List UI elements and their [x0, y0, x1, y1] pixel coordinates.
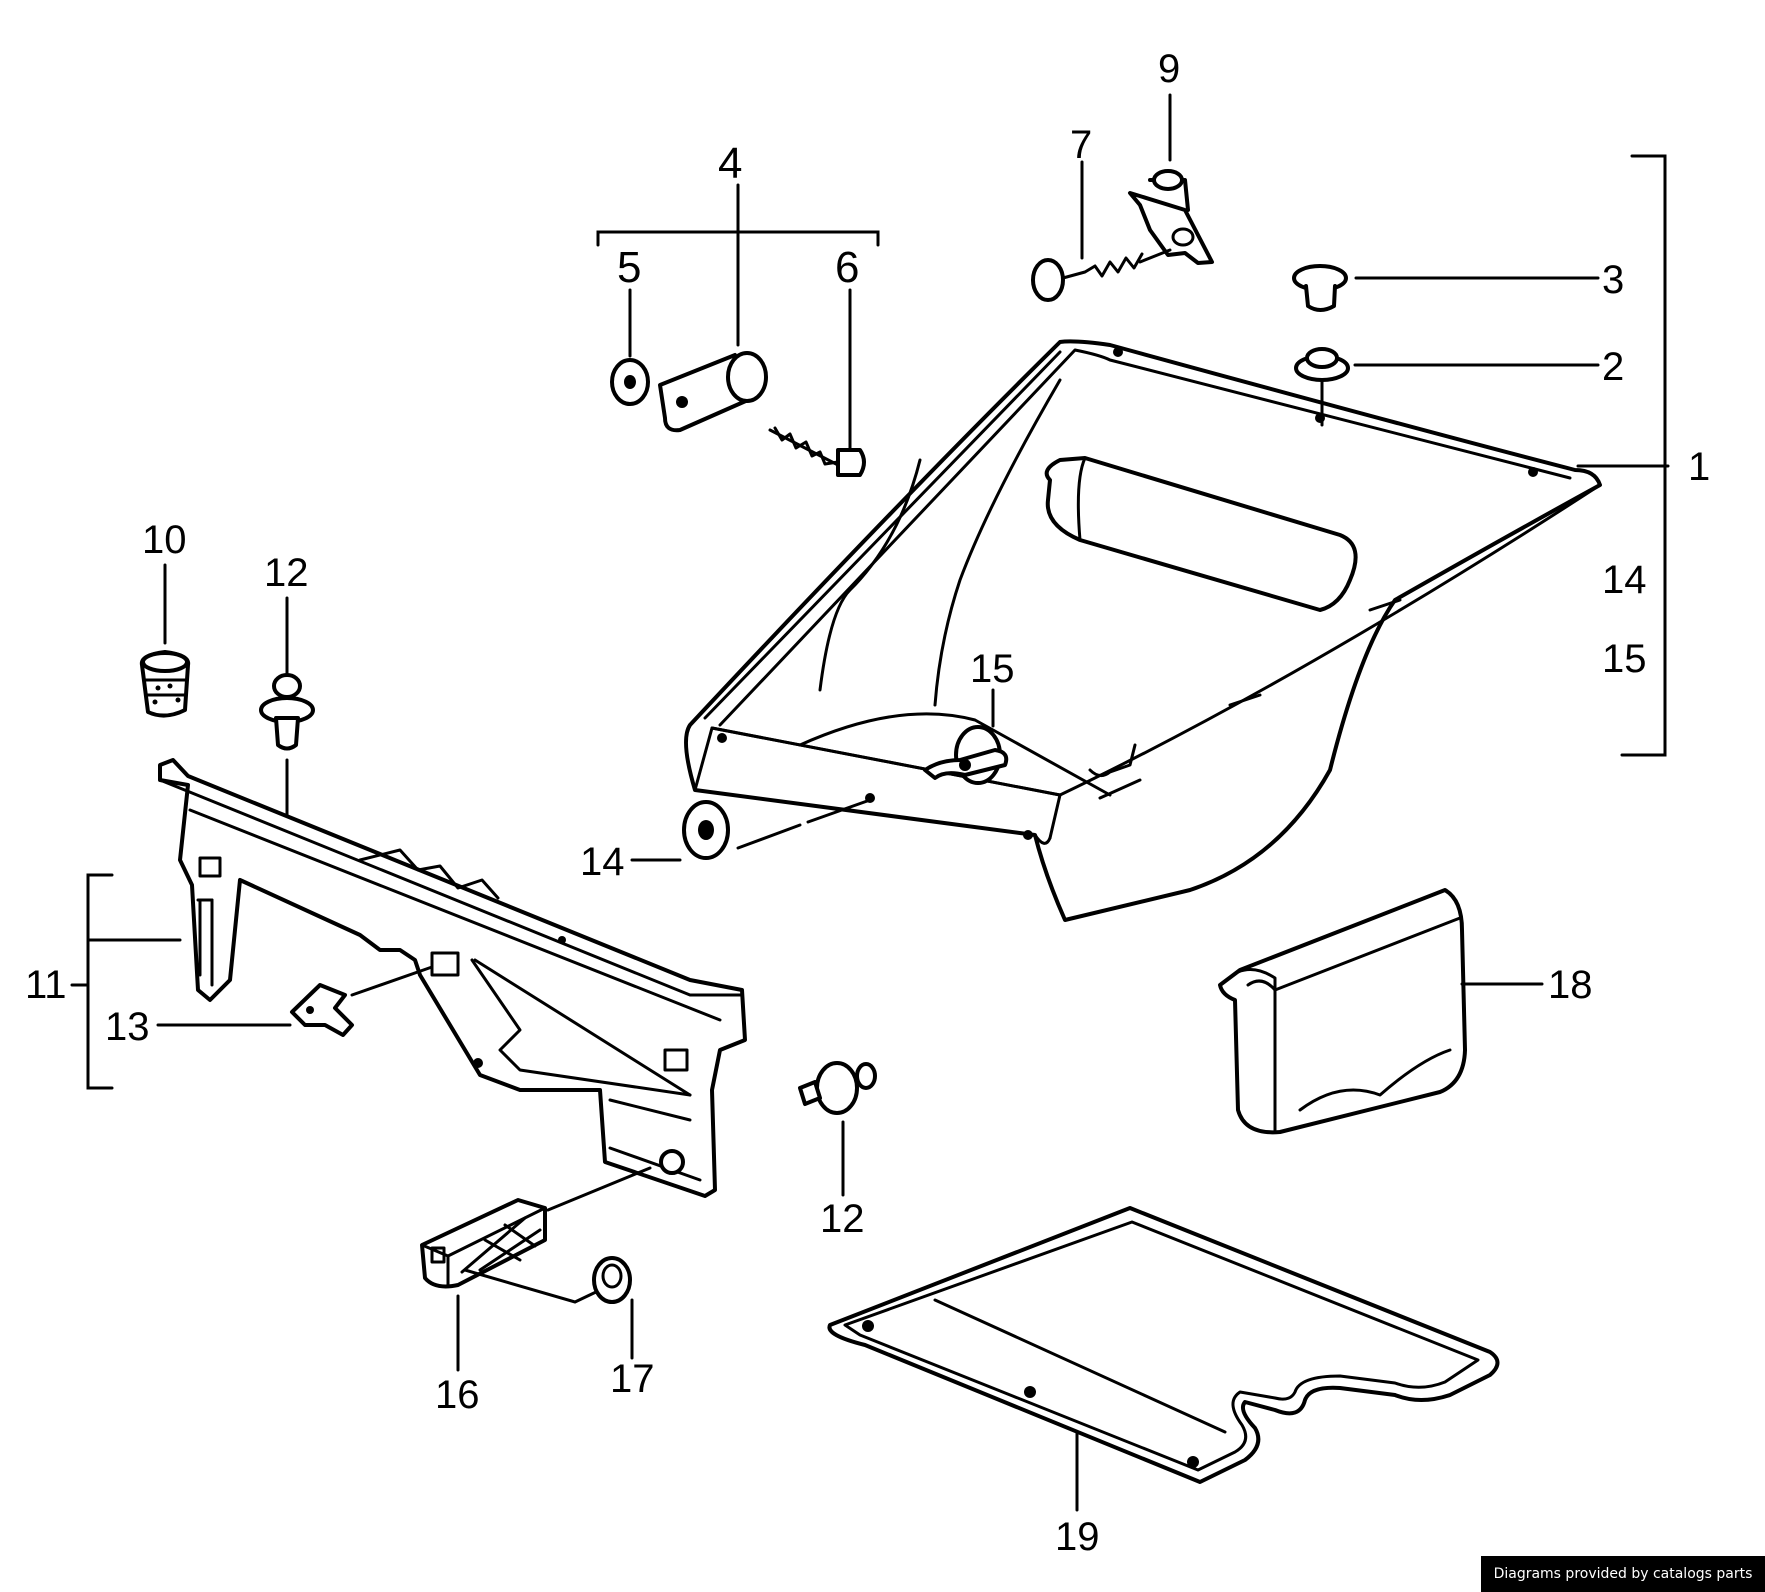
- callout-3: 3: [1602, 258, 1624, 302]
- screw-6: [768, 426, 866, 477]
- plastic-nut: [1294, 347, 1350, 427]
- callout-13: 13: [105, 1005, 150, 1049]
- rubber-buffer: [139, 650, 191, 718]
- callout-17: 17: [610, 1357, 655, 1401]
- spring-clip: [290, 983, 354, 1037]
- callout-12-lower: 12: [820, 1197, 865, 1241]
- push-clip-lower: [798, 1061, 877, 1115]
- floor-mat: [827, 1206, 1500, 1484]
- button-cap: [1292, 264, 1348, 312]
- angle-bracket: [1128, 169, 1214, 265]
- leader-13-dash: [350, 965, 434, 997]
- hook-15: [923, 725, 1009, 785]
- washer-5: [610, 358, 650, 406]
- callout-14-part: 14: [580, 840, 625, 884]
- callout-15-part: 15: [970, 647, 1015, 691]
- callout-15-bracket: 15: [1602, 637, 1647, 681]
- callout-9: 9: [1158, 47, 1180, 91]
- bracket-1: [1620, 154, 1667, 757]
- callout-19: 19: [1055, 1515, 1100, 1559]
- push-clip-upper: [259, 673, 315, 834]
- grommet-14: [682, 800, 730, 860]
- leader-14-dash: [736, 823, 802, 850]
- credit-badge: Diagrams provided by catalogs parts: [1481, 1556, 1765, 1592]
- screw-7: [1031, 248, 1172, 302]
- bumper-block: [420, 1198, 547, 1289]
- callout-1: 1: [1688, 445, 1710, 489]
- callout-6: 6: [835, 243, 859, 292]
- callout-12-upper: 12: [264, 551, 309, 595]
- callout-2: 2: [1602, 345, 1624, 389]
- latch-plate: [658, 351, 768, 433]
- callout-11: 11: [25, 963, 67, 1007]
- storage-bag: [1218, 888, 1467, 1135]
- leader-14-dash2: [806, 798, 872, 824]
- callout-14-bracket: 14: [1602, 558, 1647, 602]
- callout-7: 7: [1070, 123, 1092, 167]
- callout-16: 16: [435, 1373, 480, 1417]
- nut-17: [592, 1256, 632, 1304]
- leader-17-dash: [463, 1268, 598, 1304]
- callout-4: 4: [718, 139, 742, 188]
- callout-5: 5: [617, 243, 641, 292]
- callout-18: 18: [1548, 963, 1593, 1007]
- leader-16-dash: [546, 1166, 652, 1212]
- bracket-11: [86, 873, 114, 1090]
- callout-10: 10: [142, 518, 187, 562]
- rear-trim-panel: [158, 758, 747, 1198]
- trunk-liner: [684, 339, 1602, 922]
